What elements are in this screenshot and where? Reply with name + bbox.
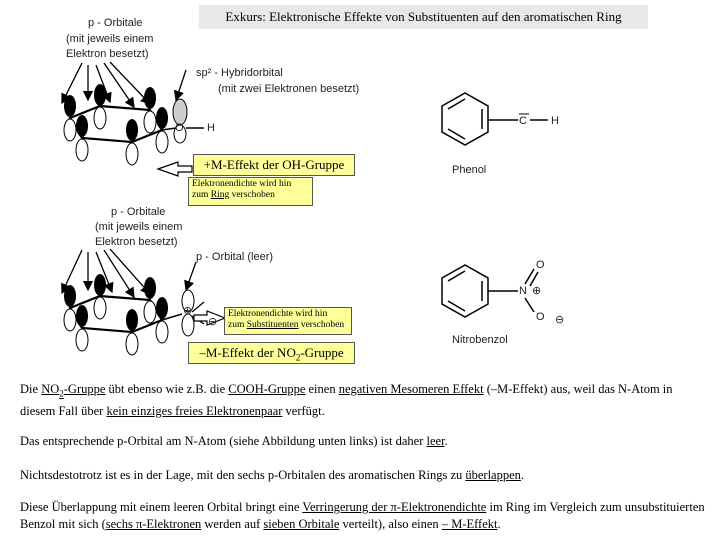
paragraph-2: Das entsprechende p-Orbital am N-Atom (s…: [20, 434, 448, 448]
top-orbital-arrows: [61, 61, 187, 109]
top-direction-arrow: [156, 161, 193, 177]
minus-m-effect-label: –M-Effekt der NO2-Gruppe: [188, 342, 355, 364]
nitro-plus-icon: ⊕: [532, 285, 542, 297]
top-orbital-diagram: [61, 61, 204, 166]
phenol-label: Phenol: [452, 164, 487, 176]
top-p-orbitals-label-1: p - Orbitale: [88, 17, 143, 29]
top-o-lower-lobe: [173, 124, 187, 144]
top-note-underlined: Ring: [210, 190, 230, 200]
bottom-note-line-2: zum Substituenten verschoben: [228, 320, 345, 330]
top-note-line-1: Elektronendichte wird hin: [192, 179, 292, 189]
nitrobenzene-structure: [441, 264, 539, 318]
bottom-p-orbitals-label-1: p - Orbitale: [111, 206, 166, 218]
plus-m-effect-label: +M-Effekt der OH-Gruppe: [193, 154, 355, 176]
paragraph-4: Diese Überlappung mit einem leeren Orbit…: [20, 500, 705, 531]
top-sp2-label: sp² - Hybridorbital: [196, 67, 283, 79]
bottom-p-orbital-lobes: [63, 274, 169, 356]
phenol-atom-c: C: [519, 115, 527, 127]
nitrobenzene-label: Nitrobenzol: [452, 334, 508, 346]
bottom-orbital-diagram: [61, 248, 205, 356]
top-p-orbital-lobes: [63, 84, 169, 166]
phenol-structure: [441, 92, 548, 146]
top-p-orbitals-label-3: Elektron besetzt): [66, 48, 149, 60]
bottom-empty-orbital-label: p - Orbital (leer): [196, 251, 274, 263]
top-atom-h: H: [207, 122, 215, 134]
bottom-note-underlined: Substituenten: [246, 320, 299, 330]
paragraph-1: Die NO2-Gruppe übt ebenso wie z.B. die C…: [20, 382, 673, 418]
bottom-orbital-arrows: [61, 248, 197, 299]
bottom-note-line-1: Elektronendichte wird hin: [228, 309, 328, 319]
bottom-empty-p-orbital-upper: [181, 289, 195, 313]
top-atom-o: O: [175, 122, 184, 134]
nitro-minus-icon: ⊖: [555, 314, 565, 326]
bottom-p-orbitals-label-3: Elektron besetzt): [95, 236, 178, 248]
bottom-plus-charge-icon: ⊕: [183, 305, 193, 317]
nitro-atom-n: N: [519, 285, 527, 297]
nitro-atom-o1: O: [536, 259, 545, 271]
top-sp2-sublabel: (mit zwei Elektronen besetzt): [218, 83, 360, 95]
bottom-electron-density-note: Elektronendichte wird hin zum Substituen…: [224, 307, 352, 335]
bottom-p-orbitals-label-2: (mit jeweils einem: [95, 221, 183, 233]
bottom-empty-p-orbital-lower: [181, 313, 195, 337]
top-note-line-2: zum Ring verschoben: [192, 190, 275, 200]
top-p-orbitals-label-2: (mit jeweils einem: [66, 33, 154, 45]
phenol-atom-h: H: [551, 115, 559, 127]
top-electron-density-note: Elektronendichte wird hin zum Ring versc…: [188, 177, 313, 206]
page-title: Exkurs: Elektronische Effekte von Substi…: [199, 5, 648, 29]
paragraph-3: Nichtsdestotrotz ist es in der Lage, mit…: [20, 468, 525, 482]
bottom-direction-arrow: [193, 310, 227, 326]
bottom-minus-charge-icon: ⊖: [208, 316, 218, 328]
nitro-atom-o2: O: [536, 311, 545, 323]
